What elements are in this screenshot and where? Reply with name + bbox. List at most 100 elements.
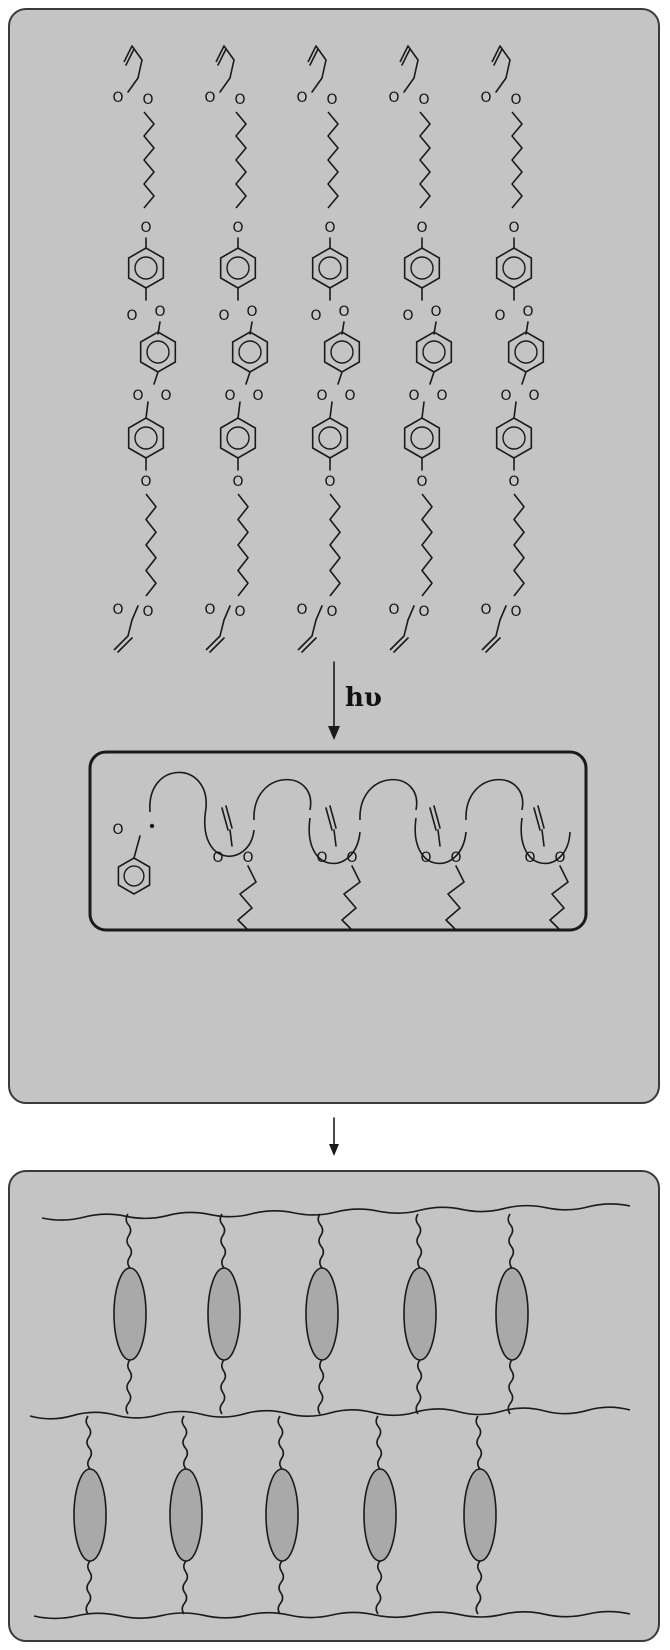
oxygen-atom: O [524,850,535,866]
oxygen-atom: O [296,90,307,106]
vinyl-group [307,45,327,79]
crosslink [73,1415,107,1615]
vinyl-group [297,619,317,651]
carbonyl-bond [311,77,323,93]
aromatic-circle [134,256,158,280]
vinyl-group [205,619,225,651]
crosslink [463,1415,497,1615]
flexible-spacer [125,1213,133,1269]
vinyl-group [389,619,409,651]
vinyl-double-bond [125,48,135,66]
benzene-ring-outline [311,247,349,289]
oxygen-atom: O [232,474,243,490]
ester-bond [237,401,241,419]
irradiation-arrow [328,661,340,740]
aromatic-circle [502,426,526,450]
aromatic-circle [146,340,170,364]
vinyl-double-bond [117,637,133,653]
benzene-ring-outline [117,857,151,895]
oxygen-atom: O [388,602,399,618]
ester-bond [153,371,159,385]
benzene-ring-outline [127,417,165,459]
vinyl-group [399,45,419,79]
mesogen-ellipse [305,1267,339,1361]
carbonyl-bond [315,605,323,621]
oxygen-atom: O [418,604,429,620]
aromatic-circle [318,426,342,450]
carbonyl-bond [127,77,139,93]
flexible-spacer [277,1415,285,1470]
benzene-ring [219,247,257,289]
ester-bond [351,865,361,883]
oxygen-atom: O [522,304,533,320]
alkyl-spacer [341,881,361,931]
polymer-network-panel [8,1170,660,1642]
flexible-spacer [317,1359,325,1415]
alkyl-spacer [143,111,155,209]
benzene-ring-outline [219,417,257,459]
oxygen-atom: O [510,92,521,108]
vinyl-double-bond [493,48,503,66]
aromatic-circle [134,426,158,450]
flexible-spacer [181,1560,189,1615]
carbonyl-bond [133,835,141,859]
mesogen-ellipse [403,1267,437,1361]
electron-arrow [465,778,524,821]
ester-bond [559,865,569,883]
oxygen-atom: O [430,304,441,320]
oxygen-atom: O [480,602,491,618]
alkyl-spacer [145,493,157,597]
flexible-spacer [507,1213,515,1269]
benzene-ring-outline [139,331,177,373]
flexible-spacer [85,1415,93,1470]
oxygen-atom: O [510,604,521,620]
oxygen-atom: O [140,474,151,490]
oxygen-atom: O [234,92,245,108]
carbonyl-bond [495,77,507,93]
vinyl-group [123,45,143,79]
crosslink [363,1415,397,1615]
ester-bond [247,865,257,883]
oxygen-atom: O [132,388,143,404]
electron-arrow [203,807,255,857]
vinyl-double-bond [429,807,437,831]
oxygen-atom: O [324,474,335,490]
oxygen-atom: O [252,388,263,404]
oxygen-atom: O [402,308,413,324]
oxygen-atom: O [418,92,429,108]
inset-frame [88,750,588,932]
benzene-ring-outline [415,331,453,373]
oxygen-atom: O [310,308,321,324]
flexible-spacer [415,1213,423,1269]
alkyl-spacer [329,493,341,597]
ester-bond [145,401,149,419]
ester-bond [521,371,527,385]
benzene-ring-outline [311,417,349,459]
oxygen-atom: O [326,92,337,108]
flexible-spacer [219,1359,227,1415]
benzene-ring [139,331,177,373]
oxygen-atom: O [508,474,519,490]
crosslink [403,1213,437,1415]
oxygen-atom: O [160,388,171,404]
alkyl-spacer [549,881,569,931]
oxygen-atom: O [500,388,511,404]
ester-bond [337,371,343,385]
vinyl-double-bond [433,805,441,829]
benzene-ring [495,247,533,289]
benzene-ring [231,331,269,373]
oxygen-atom: O [494,308,505,324]
flexible-spacer [475,1415,483,1470]
oxygen-atom: O [316,388,327,404]
aromatic-circle [422,340,446,364]
aromatic-circle [502,256,526,280]
alkyl-spacer [445,881,465,931]
oxygen-atom: O [112,90,123,106]
alkyl-spacer [237,881,257,931]
carbonyl-bond [229,829,233,847]
benzene-ring-outline [495,247,533,289]
oxygen-atom: O [436,388,447,404]
